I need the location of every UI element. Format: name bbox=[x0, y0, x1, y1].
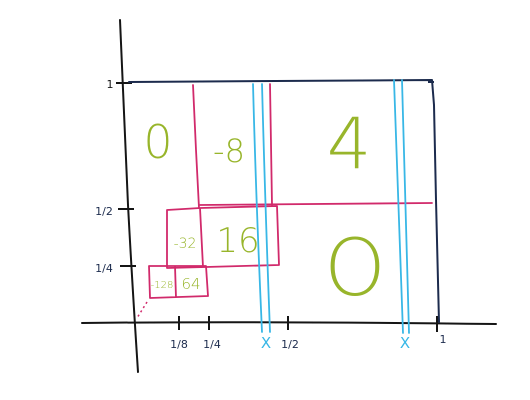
y-axis bbox=[119, 19, 139, 373]
blue-line-left-a bbox=[252, 83, 263, 333]
value-bottom-right: O bbox=[324, 224, 385, 314]
pink-square-eighth bbox=[148, 265, 209, 299]
x-label-marker-2: X bbox=[400, 334, 410, 352]
x-label-half: 1/2 bbox=[281, 338, 299, 351]
y-label-quarter: 1/4 bbox=[95, 262, 113, 275]
value-top-middle: -8 bbox=[213, 132, 245, 170]
x-label-eighth: 1/8 bbox=[170, 338, 188, 351]
value-middle-left: -32 bbox=[174, 236, 197, 252]
blue-line-right-a bbox=[393, 79, 404, 334]
pink-vertical-quarter bbox=[192, 84, 200, 209]
pink-square-quarter bbox=[166, 205, 280, 269]
unit-square-outline bbox=[128, 79, 440, 323]
x-label-one: 1 bbox=[440, 333, 447, 346]
pink-dotted-tail bbox=[136, 301, 148, 319]
x-label-marker-1: X bbox=[261, 334, 271, 352]
x-label-quarter: 1/4 bbox=[203, 338, 221, 351]
value-middle-square: 16 bbox=[216, 221, 259, 261]
blue-line-left-b bbox=[261, 83, 271, 333]
value-small-right: 64 bbox=[181, 275, 200, 293]
pink-horizontal-half bbox=[199, 202, 433, 206]
y-label-half: 1/2 bbox=[95, 205, 113, 218]
pink-vertical-half bbox=[269, 83, 273, 206]
value-top-left: 0 bbox=[143, 115, 172, 169]
value-top-right: 4 bbox=[327, 103, 372, 185]
value-small-left: -128 bbox=[151, 280, 174, 291]
blue-line-right-b bbox=[401, 79, 410, 334]
y-label-one: 1 bbox=[107, 78, 114, 91]
